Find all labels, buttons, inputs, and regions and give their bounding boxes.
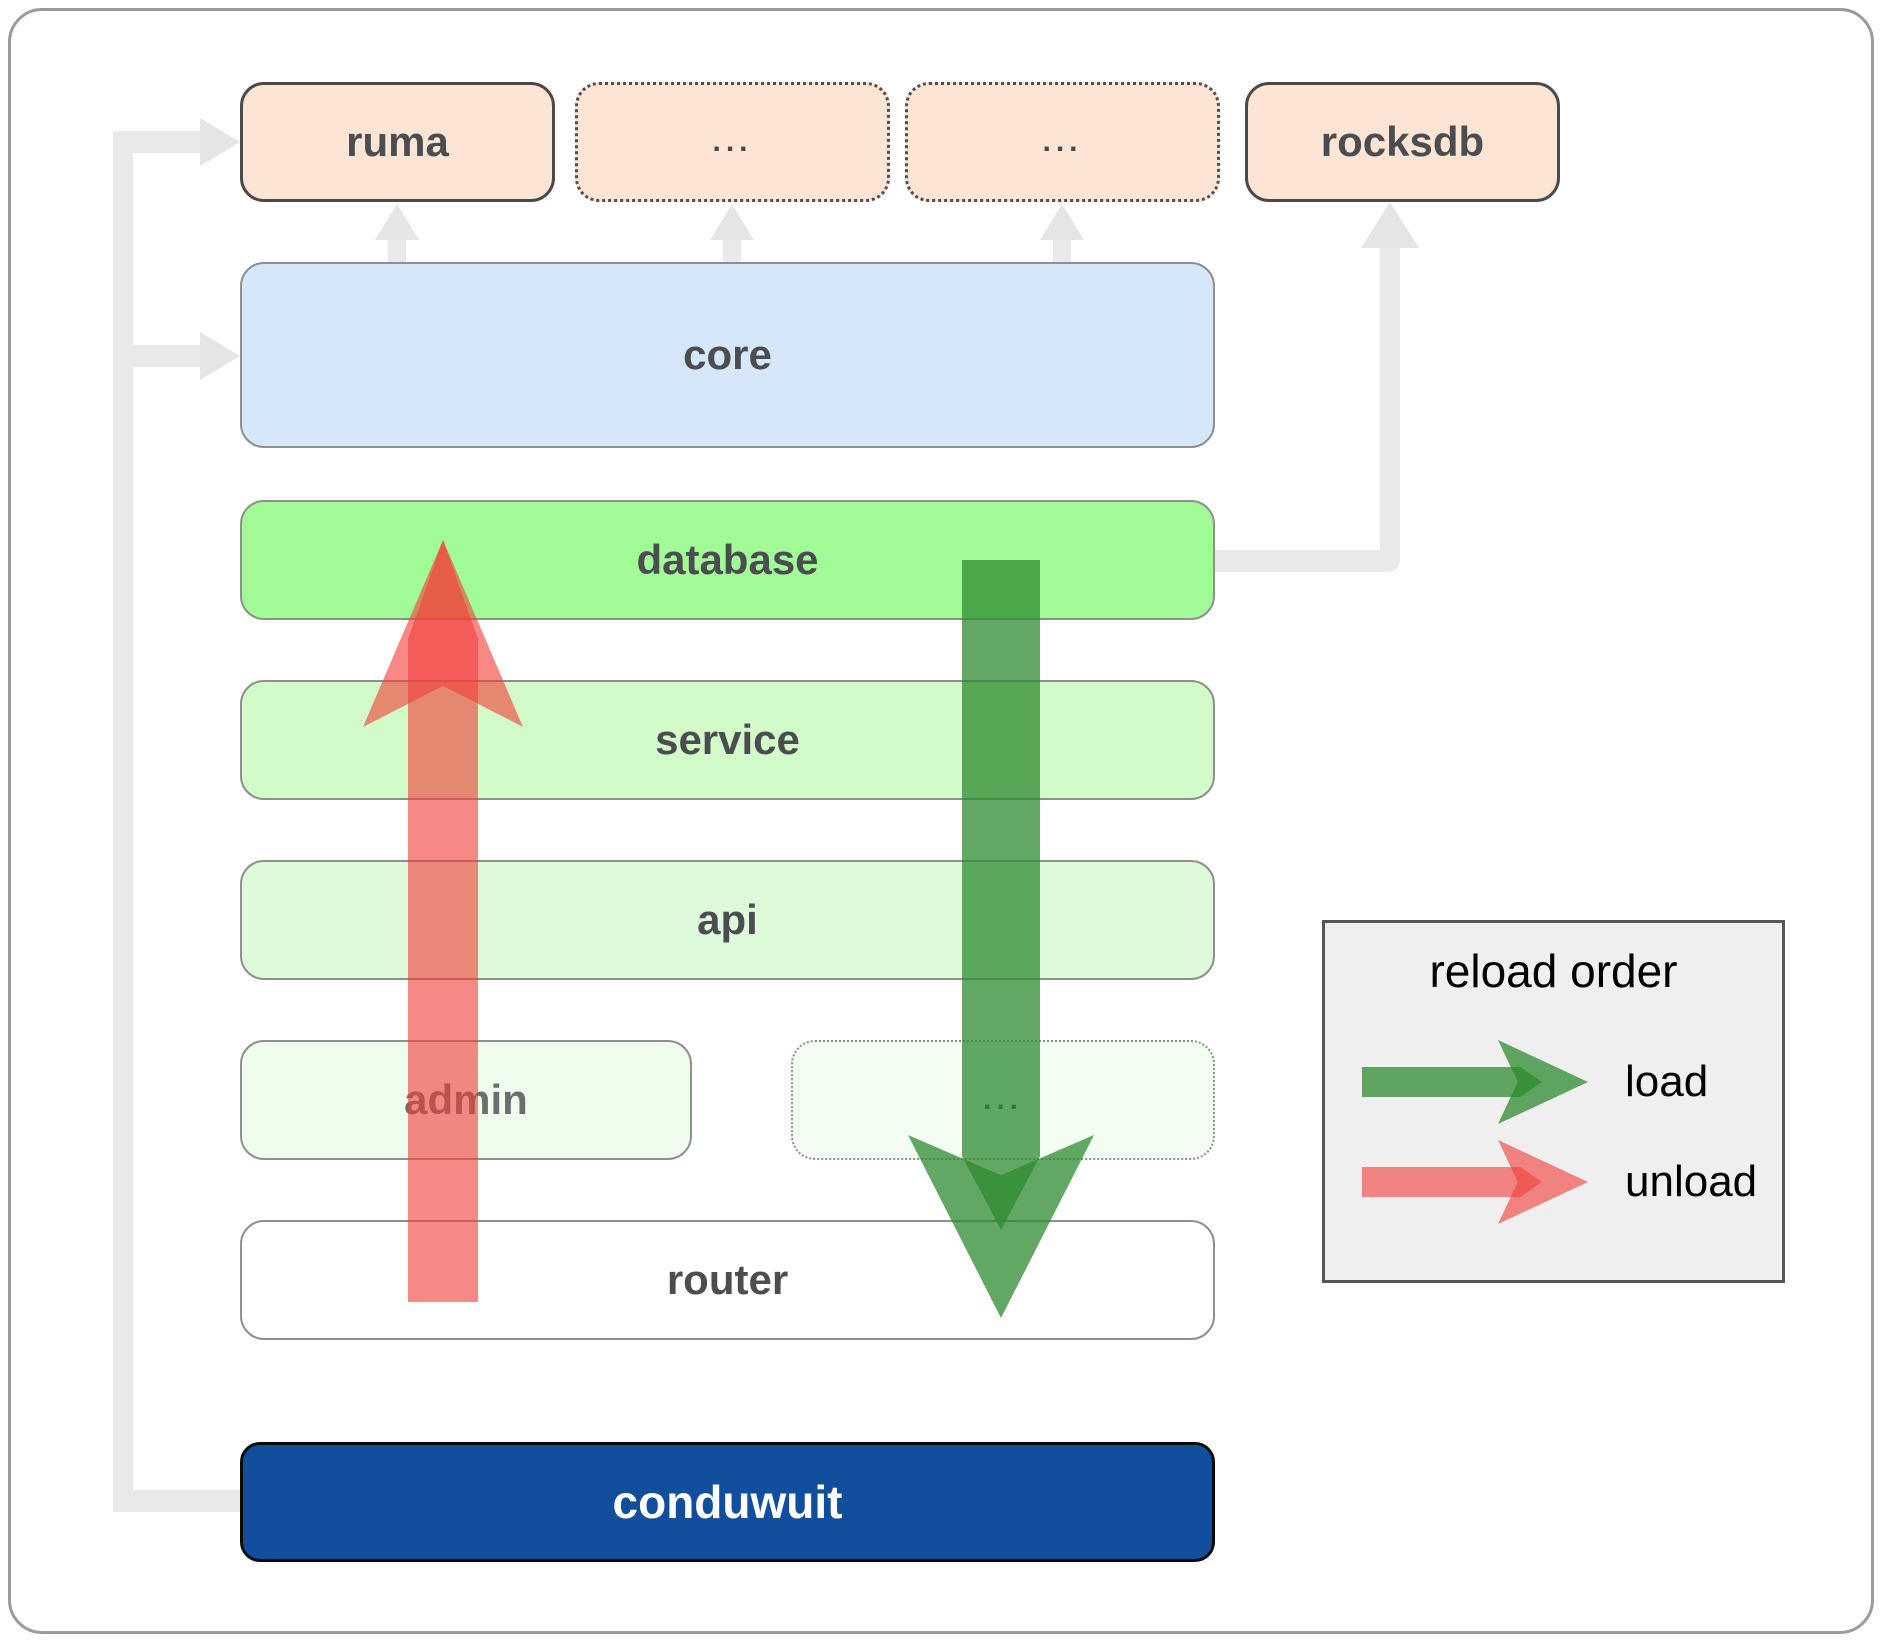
legend-title: reload order [1429, 945, 1678, 997]
box-conduwuit-label: conduwuit [612, 1476, 843, 1528]
box-router-label: router [666, 1256, 789, 1303]
connector-core-to-ruma [388, 238, 406, 264]
box-ruma: ruma [240, 82, 555, 202]
connector-database-vertical [1380, 246, 1400, 572]
ellipsis-label: ... [1042, 125, 1083, 158]
box-core-label: core [683, 331, 772, 378]
box-database-label: database [636, 536, 819, 583]
connector-core-to-ext1 [723, 238, 741, 264]
box-api-label: api [697, 896, 758, 943]
legend-load-arrow-shaft [1362, 1067, 1542, 1097]
box-extension-top-1: ... [575, 82, 890, 202]
box-service-label: service [655, 716, 800, 763]
connector-to-core [113, 345, 201, 367]
load-arrow-shaft [962, 560, 1040, 1230]
box-conduwuit: conduwuit [240, 1442, 1215, 1562]
box-router: router [240, 1220, 1215, 1340]
ellipsis-label: ... [712, 125, 753, 158]
legend-load-label: load [1625, 1057, 1709, 1106]
box-rocksdb: rocksdb [1245, 82, 1560, 202]
box-api: api [240, 860, 1215, 980]
connector-to-ruma [113, 131, 201, 153]
box-core: core [240, 262, 1215, 448]
legend-unload-label: unload [1625, 1157, 1758, 1206]
box-database: database [240, 500, 1215, 620]
legend-box [1322, 920, 1785, 1283]
box-rocksdb-label: rocksdb [1320, 118, 1485, 165]
connector-from-conduwuit [113, 1490, 241, 1512]
legend-unload-arrow-shaft [1362, 1167, 1542, 1197]
page-border [8, 8, 1874, 1634]
connector-database-horizontal [1215, 550, 1383, 572]
box-extension-top-2: ... [905, 82, 1220, 202]
connector-left-vertical [113, 133, 133, 1512]
connector-core-to-ext2 [1053, 238, 1071, 264]
box-ruma-label: ruma [346, 118, 449, 165]
